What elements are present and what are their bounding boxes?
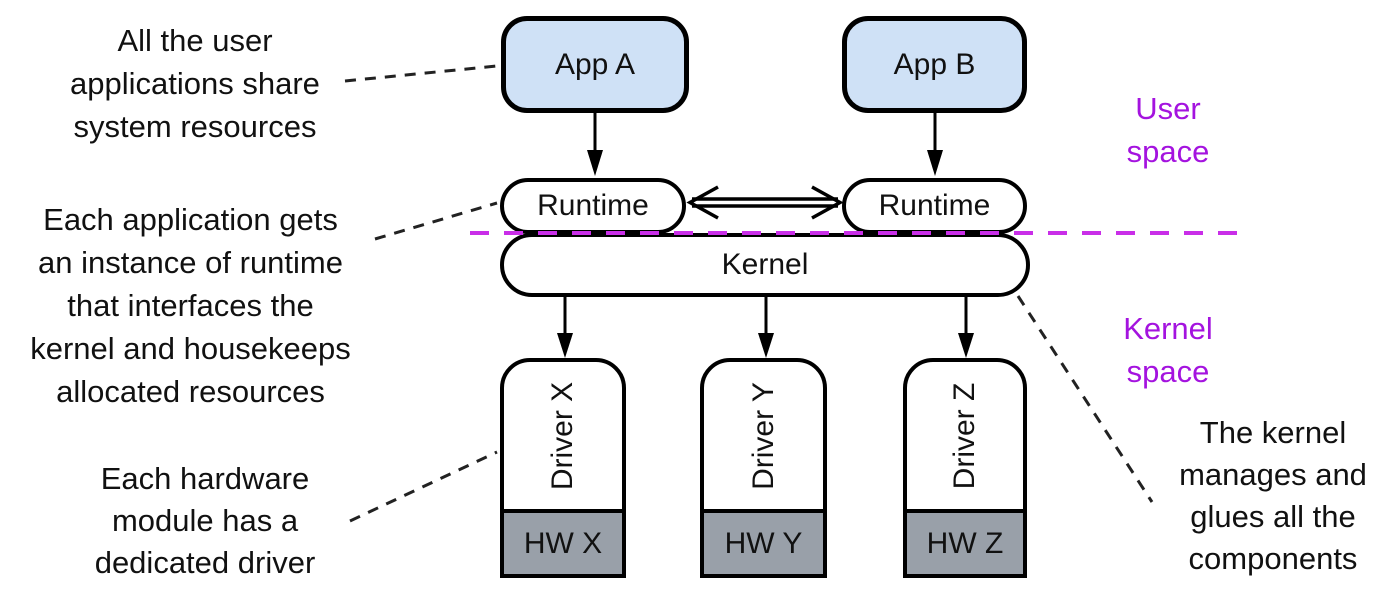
note-line: module has a [111, 503, 299, 538]
hw-y-label: HW Y [724, 526, 803, 560]
note-line: The kernel [1199, 415, 1347, 450]
app-b-label: App B [893, 47, 976, 81]
runtime-right-label: Runtime [878, 189, 991, 222]
note-line: an instance of runtime [37, 245, 343, 280]
hw-x-band: HW X [504, 509, 622, 574]
note-line: Each application gets [43, 202, 338, 237]
note-line: Each hardware [100, 461, 310, 496]
note-line: All the user [117, 23, 273, 58]
driver-x-label: Driver X [546, 381, 579, 491]
note-line: components [1188, 541, 1358, 576]
arrow-kernel-to-driver-z [958, 297, 974, 358]
kernel-label: Kernel [721, 248, 809, 281]
runtime-left-label: Runtime [537, 189, 649, 222]
driver-z-label: Driver Z [948, 382, 981, 490]
hw-z-band: HW Z [907, 509, 1023, 574]
note-line: glues all the [1190, 499, 1356, 534]
app-a-label: App A [554, 47, 636, 81]
driver-y-label: Driver Y [746, 382, 780, 490]
kernel-space-label: Kernel space [1095, 307, 1241, 393]
note-kernel-glues: The kernel manages and glues all the com… [1140, 412, 1400, 580]
label-line: space [1126, 354, 1210, 389]
label-line: User [1135, 91, 1201, 126]
label-line: Kernel [1123, 311, 1213, 346]
note-apps-share-resources: All the user applications share system r… [25, 19, 365, 148]
hw-z-label: HW Z [926, 526, 1004, 560]
runtime-left-box: Runtime [500, 178, 686, 234]
connector-driver-note [349, 450, 498, 523]
connector-runtime-note [374, 201, 498, 241]
note-line: applications share [70, 66, 320, 101]
arrow-kernel-to-driver-x [557, 297, 573, 358]
arrow-app-b-to-runtime [927, 113, 943, 176]
arrow-app-a-to-runtime [587, 113, 603, 176]
kernel-box: Kernel [500, 233, 1030, 297]
connector-apps-note [344, 64, 498, 83]
label-line: space [1126, 134, 1210, 169]
driver-x-box: Driver X HW X [500, 358, 626, 578]
note-runtime-instance: Each application gets an instance of run… [8, 198, 373, 413]
runtime-right-box: Runtime [842, 178, 1027, 234]
note-line: system resources [73, 109, 317, 144]
double-arrow-runtime-runtime [686, 185, 844, 220]
note-line: manages and [1179, 457, 1367, 492]
note-line: that interfaces the [67, 288, 314, 323]
user-space-label: User space [1095, 87, 1241, 173]
arrow-kernel-to-driver-y [758, 297, 774, 358]
app-a-box: App A [501, 16, 689, 113]
app-b-box: App B [842, 16, 1027, 113]
hw-y-band: HW Y [704, 509, 823, 574]
hw-x-label: HW X [523, 526, 603, 560]
note-line: dedicated driver [94, 545, 316, 580]
note-dedicated-driver: Each hardware module has a dedicated dri… [40, 458, 370, 584]
note-line: kernel and housekeeps [30, 331, 351, 366]
driver-y-box: Driver Y HW Y [700, 358, 827, 578]
driver-z-box: Driver Z HW Z [903, 358, 1027, 578]
note-line: allocated resources [56, 374, 325, 409]
